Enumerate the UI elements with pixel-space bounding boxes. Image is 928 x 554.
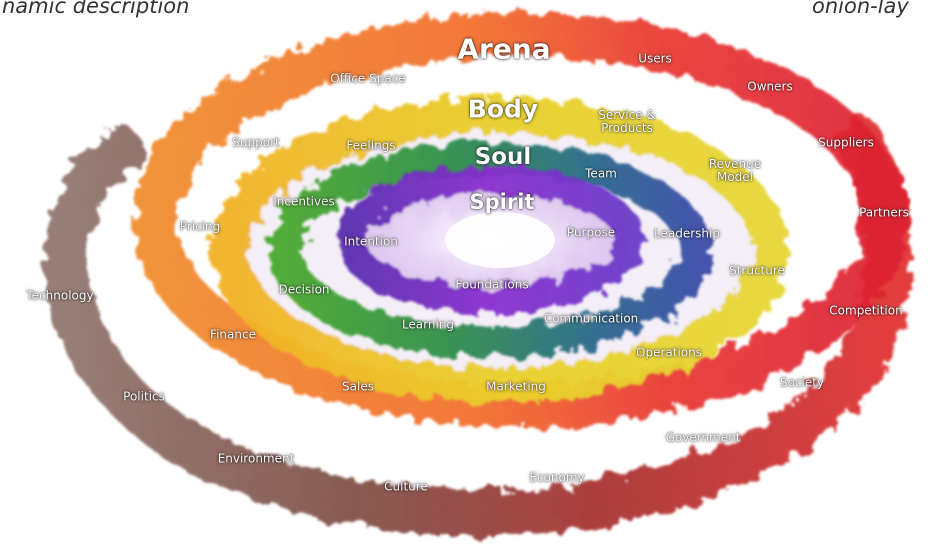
core-glow	[445, 212, 555, 268]
corner-text-right: onion-lay	[812, 0, 909, 18]
soul-ring	[269, 142, 711, 358]
environment-ring	[43, 117, 912, 536]
corner-text-left: namic description	[2, 0, 190, 18]
arena-ring	[133, 13, 907, 427]
